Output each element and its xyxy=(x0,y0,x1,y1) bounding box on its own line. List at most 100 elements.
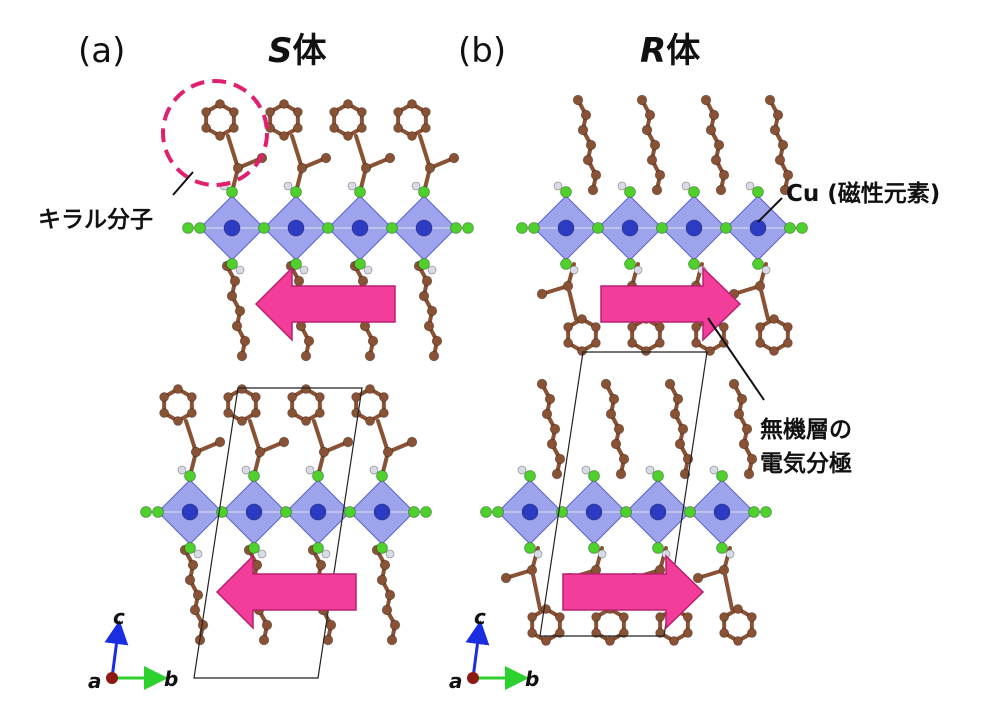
halogen-atom xyxy=(248,470,260,482)
hydrogen-atom xyxy=(347,181,357,191)
axis-a-dot xyxy=(467,672,479,684)
carbon-atom xyxy=(364,350,376,362)
carbon-atom xyxy=(279,131,289,141)
carbon-atom xyxy=(782,338,793,348)
carbon-atom xyxy=(384,589,396,601)
polarization-label-line2: 電気分極 xyxy=(760,450,852,477)
cu-atom xyxy=(521,503,539,521)
carbon-atom xyxy=(382,446,394,458)
carbon-atom xyxy=(719,628,730,638)
carbon-atom xyxy=(187,559,199,571)
carbon-atom xyxy=(186,408,197,418)
halogen-atom xyxy=(376,470,388,482)
hydrogen-atom xyxy=(369,465,379,475)
axis-a-dot xyxy=(106,672,118,684)
carbon-atom xyxy=(351,408,362,418)
carbon-atom xyxy=(201,123,212,133)
cu-label-leader xyxy=(757,197,783,223)
hydrogen-atom xyxy=(385,549,395,559)
carbon-atom xyxy=(254,446,266,458)
halogen-atom xyxy=(492,506,504,518)
carbon-atom xyxy=(782,322,793,332)
carbon-atom xyxy=(215,99,225,109)
axis-b-label: b xyxy=(525,667,539,691)
carbon-atom xyxy=(428,350,440,362)
hydrogen-atom xyxy=(681,181,691,191)
halogen-atom xyxy=(528,222,540,234)
carbon-atom xyxy=(448,152,460,164)
carbon-atom xyxy=(250,392,261,402)
hydrogen-atom xyxy=(321,549,331,559)
axis-a-label: a xyxy=(88,669,102,693)
hydrogen-atom xyxy=(193,549,203,559)
hydrogen-atom xyxy=(633,265,643,275)
carbon-atom xyxy=(691,322,702,332)
carbon-atom xyxy=(214,436,226,448)
carbon-atom xyxy=(420,123,431,133)
cu-atom xyxy=(245,503,263,521)
carbon-atom xyxy=(746,612,757,622)
axis-b-label: b xyxy=(164,667,178,691)
panel-a: (a) S体 キラル分子 c b a xyxy=(38,31,474,693)
carbon-atom xyxy=(261,619,273,631)
carbon-atom xyxy=(669,636,679,646)
halogen-atom xyxy=(524,542,536,554)
halogen-atom xyxy=(624,258,636,270)
carbon-atom xyxy=(431,335,443,347)
halogen-atom xyxy=(386,222,398,234)
halogen-atom xyxy=(344,506,356,518)
halogen-atom xyxy=(354,258,366,270)
cu-atom xyxy=(373,503,391,521)
halogen-atom xyxy=(184,542,196,554)
panel-a-unit-cell xyxy=(193,387,363,679)
halogen-atom xyxy=(688,186,700,198)
carbon-atom xyxy=(381,604,393,616)
halogen-atom xyxy=(182,222,194,234)
halogen-atom xyxy=(560,258,572,270)
carbon-atom xyxy=(215,131,225,141)
hydrogen-atom xyxy=(569,265,579,275)
panel-b-bottom-polarization-arrow xyxy=(562,554,705,630)
halogen-atom xyxy=(152,506,164,518)
carbon-atom xyxy=(389,619,401,631)
halogen-atom xyxy=(716,542,728,554)
hydrogen-atom xyxy=(299,265,309,275)
carbon-atom xyxy=(769,314,779,324)
carbon-atom xyxy=(173,416,183,426)
panel-b-title-italic: R xyxy=(640,31,666,71)
bond xyxy=(566,284,578,321)
carbon-atom xyxy=(536,378,548,390)
carbon-atom xyxy=(544,393,556,405)
bond xyxy=(312,419,326,454)
panel-b-top-layer xyxy=(516,94,808,356)
hydrogen-atom xyxy=(597,549,607,559)
cu-atom xyxy=(415,219,433,237)
carbon-atom xyxy=(733,408,745,420)
bond xyxy=(418,134,432,170)
cu-atom xyxy=(351,219,369,237)
halogen-atom xyxy=(418,186,430,198)
bond xyxy=(722,568,734,611)
carbon-atom xyxy=(672,393,684,405)
carbon-atom xyxy=(541,408,553,420)
carbon-atom xyxy=(591,612,602,622)
carbon-atom xyxy=(376,574,388,586)
carbon-atom xyxy=(279,99,289,109)
carbon-atom xyxy=(715,184,727,196)
carbon-atom xyxy=(710,154,722,166)
carbon-atom xyxy=(192,589,204,601)
bond xyxy=(758,284,770,321)
halogen-atom xyxy=(312,470,324,482)
carbon-atom xyxy=(237,416,247,426)
carbon-atom xyxy=(258,634,270,646)
carbon-atom xyxy=(549,423,561,435)
carbon-atom xyxy=(287,392,298,402)
carbon-atom xyxy=(407,99,417,109)
halogen-atom xyxy=(716,470,728,482)
carbon-atom xyxy=(613,423,625,435)
cu-atom xyxy=(585,503,603,521)
carbon-atom xyxy=(159,408,170,418)
carbon-atom xyxy=(236,350,248,362)
carbon-atom xyxy=(325,619,337,631)
halogen-atom xyxy=(184,470,196,482)
